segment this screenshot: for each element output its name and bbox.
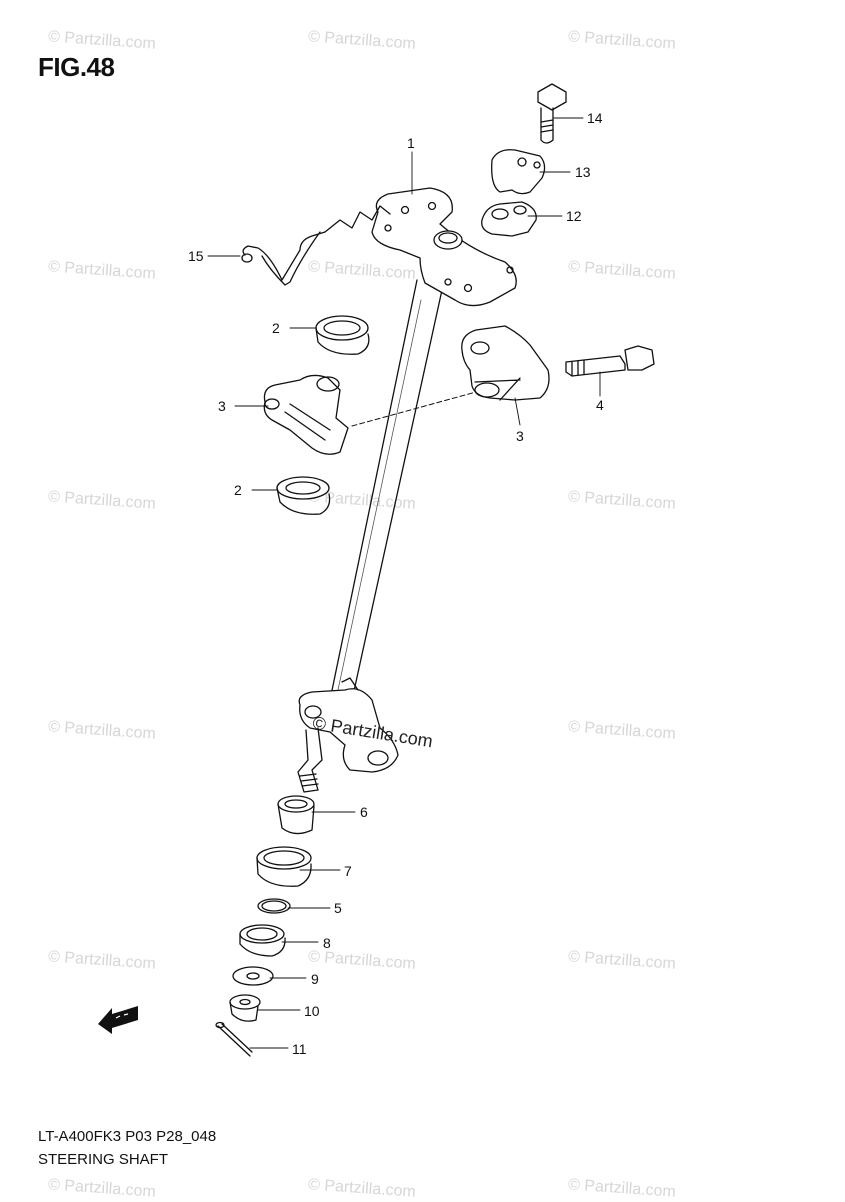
callout-6: 6 — [360, 804, 368, 820]
holder-left-part — [263, 374, 349, 455]
callout-10: 10 — [304, 1003, 320, 1019]
callout-2-lower: 2 — [234, 482, 242, 498]
washer-part — [232, 966, 274, 986]
callout-15: 15 — [188, 248, 204, 264]
diagram-caption: STEERING SHAFT — [38, 1151, 169, 1168]
callout-2-upper: 2 — [272, 320, 280, 336]
figure-title: FIG.48 — [38, 52, 115, 82]
model-code: LT-A400FK3 P03 P28_048 — [38, 1128, 217, 1145]
callout-4: 4 — [596, 397, 604, 413]
seal-part — [239, 924, 286, 957]
bushing-upper-part — [315, 315, 370, 355]
handlebar-holder-upper-part — [491, 149, 546, 195]
callout-12: 12 — [566, 208, 582, 224]
callout-3-right: 3 — [516, 428, 524, 444]
callout-5: 5 — [334, 900, 342, 916]
fwd-arrow-icon — [98, 1006, 138, 1034]
bushing-lower-part — [276, 476, 331, 515]
callout-13: 13 — [575, 164, 591, 180]
holder-right-part — [461, 325, 550, 401]
callout-1: 1 — [407, 135, 415, 151]
cotter-pin-part — [215, 1021, 253, 1057]
bearing-part — [256, 846, 312, 887]
callout-7: 7 — [344, 863, 352, 879]
collar-part — [277, 795, 315, 835]
callout-14: 14 — [587, 110, 603, 126]
leader-lines — [207, 117, 601, 1049]
steering-shaft-part — [297, 187, 517, 793]
clip-15-part — [241, 205, 391, 286]
callout-11: 11 — [292, 1041, 307, 1057]
nut-part — [229, 994, 261, 1022]
bolt-14-part — [537, 83, 567, 144]
callout-9: 9 — [311, 971, 319, 987]
callout-3-left: 3 — [218, 398, 226, 414]
o-ring-part — [257, 898, 291, 914]
callout-8: 8 — [323, 935, 331, 951]
bolt-4-part — [565, 345, 655, 377]
handlebar-holder-lower-part — [481, 201, 537, 237]
callout-labels: 1 2 2 3 3 4 5 6 7 8 9 10 11 12 13 14 15 — [188, 110, 604, 1057]
